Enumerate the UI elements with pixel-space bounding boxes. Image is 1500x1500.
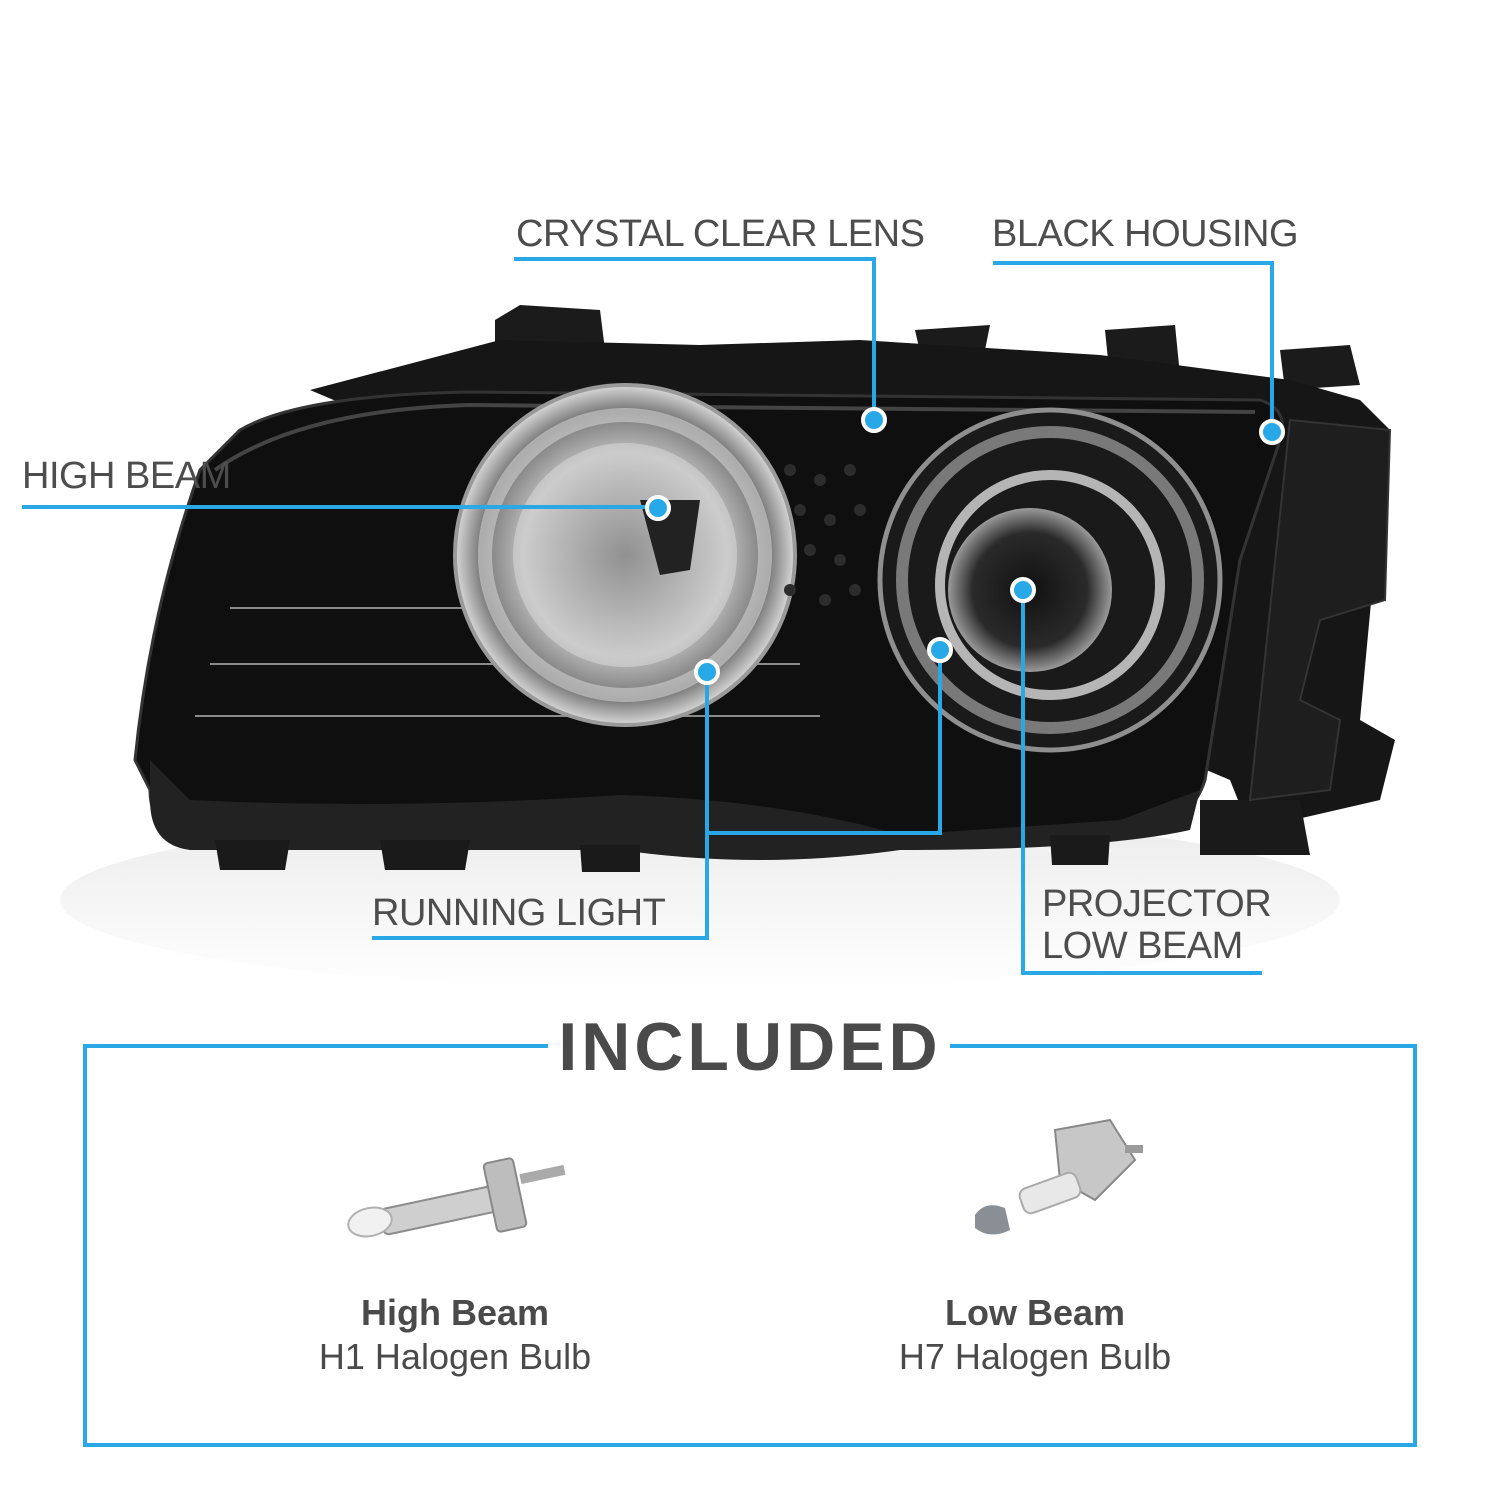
running-light-label: RUNNING LIGHT [372,892,666,934]
high-beam-bulb-name: High Beam [360,1292,550,1333]
h1-bulb-image [347,1157,566,1238]
bottom-tabs [215,800,1310,872]
low-beam-bulb-desc: H7 Halogen Bulb [898,1336,1172,1377]
crystal-clear-lens-label: CRYSTAL CLEAR LENS [516,213,925,255]
projector-label-line2: LOW BEAM [1042,925,1243,967]
h7-bulb-image [975,1118,1143,1235]
callout-dots [645,407,1285,685]
high-beam-bulb-desc: H1 Halogen Bulb [318,1336,592,1377]
projector-label-line1: PROJECTOR [1042,883,1272,925]
high-beam-label: HIGH BEAM [22,455,231,497]
floor-reflection [60,810,1340,990]
dot-pattern [784,464,866,606]
included-title: INCLUDED [558,1009,942,1085]
included-frame [83,1044,1417,1447]
callout-lines [22,257,1274,975]
black-housing-label: BLACK HOUSING [992,213,1299,255]
low-beam-bulb-name: Low Beam [944,1292,1126,1333]
